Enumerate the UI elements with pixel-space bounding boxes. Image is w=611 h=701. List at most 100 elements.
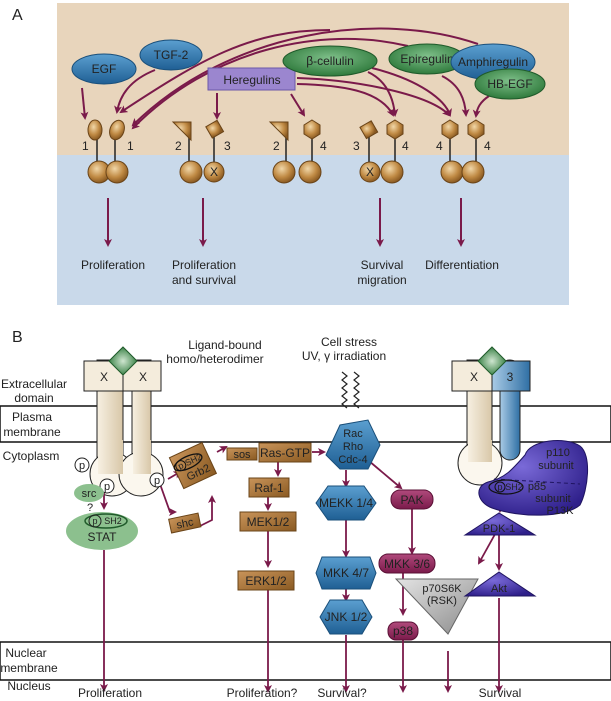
ligand-egf: EGF [71, 53, 137, 85]
svg-text:Heregulins: Heregulins [223, 73, 280, 87]
receptor-numbers: 1 1 2 3 2 4 3 4 4 4 [82, 139, 491, 153]
svg-text:p85: p85 [528, 481, 546, 493]
svg-text:PAK: PAK [400, 493, 423, 507]
svg-text:UV, γ irradiation: UV, γ irradiation [302, 349, 386, 363]
node-pdk1: PDK-1 [463, 512, 537, 536]
phospho-sites [74, 457, 165, 494]
stress-zigzag-icon [341, 371, 360, 409]
outcome-arrows [104, 198, 465, 247]
annotations: Ligand-bound homo/heterodimer Cell stres… [166, 335, 386, 366]
ligand-hbegf: HB-EGF [474, 68, 546, 100]
node-mkk36: MKK 3/6 [378, 553, 436, 574]
erbb2-head-icon [171, 121, 192, 142]
svg-text:p110: p110 [546, 447, 570, 459]
svg-text:X: X [139, 370, 147, 384]
svg-text:Nucleus: Nucleus [7, 679, 50, 693]
svg-text:Epiregulin: Epiregulin [400, 52, 453, 66]
erbb3-head-icon [359, 120, 379, 140]
unknown-partner-x: X [366, 165, 374, 179]
svg-text:β-cellulin: β-cellulin [306, 54, 354, 68]
phospho-label: p [79, 460, 85, 472]
egfr-head-icon [109, 119, 125, 141]
node-pak: PAK [390, 489, 434, 510]
phospho-label: p [154, 475, 160, 487]
svg-text:p38: p38 [393, 624, 413, 638]
svg-text:Survival: Survival [361, 258, 404, 272]
svg-text:HB-EGF: HB-EGF [487, 77, 532, 91]
svg-text:Ligand-bound: Ligand-bound [188, 338, 261, 352]
outcome-labels: Proliferation Proliferation and survival… [81, 258, 499, 287]
svg-text:2: 2 [273, 139, 280, 153]
panel-a-label: A [12, 7, 23, 24]
erbb2-head-icon [268, 121, 289, 142]
svg-text:2: 2 [175, 139, 182, 153]
svg-text:p: p [176, 460, 185, 471]
svg-text:homo/heterodimer: homo/heterodimer [166, 352, 263, 366]
node-pi3k: p SH2 p110 subunit p85 subunit P13K [478, 440, 589, 517]
node-shc: shc [168, 512, 202, 534]
svg-text:3: 3 [507, 370, 514, 384]
ligand-diamond-icon [108, 346, 138, 376]
svg-text:Proliferation: Proliferation [78, 686, 142, 700]
svg-text:Cytoplasm: Cytoplasm [3, 449, 60, 463]
node-jnk: JNK 1/2 [319, 599, 373, 635]
compartment-labels: Extracellular domain Plasma membrane Cyt… [0, 377, 67, 693]
node-rac-rho-cdc4: Rac Rho Cdc-4 [325, 419, 381, 470]
svg-text:p: p [497, 482, 502, 492]
svg-text:ERK1/2: ERK1/2 [245, 574, 287, 588]
node-stat: p SH2 STAT [66, 512, 138, 550]
svg-text:Differentiation: Differentiation [425, 258, 499, 272]
svg-text:Raf-1: Raf-1 [254, 481, 284, 495]
svg-text:4: 4 [320, 139, 327, 153]
svg-text:Cell stress: Cell stress [321, 335, 377, 349]
unknown-partner-x: X [210, 165, 218, 179]
ligand-tgf: TGF-2 [139, 39, 203, 71]
svg-text:p: p [92, 516, 97, 526]
svg-text:membrane: membrane [0, 661, 58, 675]
ligand-heregulins: Heregulins [207, 67, 296, 91]
svg-text:Amphiregulin: Amphiregulin [458, 55, 528, 69]
svg-text:shc: shc [175, 516, 195, 531]
svg-text:TGF-2: TGF-2 [154, 48, 189, 62]
node-p70s6k: p70S6K (RSK) [394, 578, 479, 635]
svg-text:JNK 1/2: JNK 1/2 [325, 610, 368, 624]
erbb3-head-icon [205, 119, 225, 139]
node-sos: sos [226, 447, 258, 461]
svg-text:Proliferation: Proliferation [81, 258, 145, 272]
node-mek: MEK1/2 [239, 511, 297, 532]
nuclear-outcomes: Proliferation Proliferation? Survival? S… [78, 686, 521, 700]
svg-text:p70S6K: p70S6K [422, 583, 462, 595]
egfr-head-icon [87, 119, 103, 141]
svg-text:MKK 4/7: MKK 4/7 [323, 566, 369, 580]
svg-text:subunit: subunit [535, 493, 570, 505]
panel-b-label: B [12, 329, 23, 346]
erbb4-head-icon [467, 119, 485, 140]
svg-text:4: 4 [402, 139, 409, 153]
node-raf1: Raf-1 [248, 477, 290, 498]
svg-text:sos: sos [233, 449, 251, 461]
phospho-label: p [104, 481, 110, 493]
svg-text:4: 4 [484, 139, 491, 153]
node-erk: ERK1/2 [237, 570, 295, 591]
svg-text:and survival: and survival [172, 273, 236, 287]
ligand-arrows [80, 27, 490, 130]
svg-text:PDK-1: PDK-1 [483, 523, 515, 535]
svg-text:1: 1 [82, 139, 89, 153]
svg-text:X: X [100, 370, 108, 384]
svg-text:Rho: Rho [343, 441, 363, 453]
svg-text:domain: domain [14, 391, 53, 405]
svg-text:Proliferation?: Proliferation? [227, 686, 298, 700]
svg-text:Cdc-4: Cdc-4 [338, 454, 367, 466]
svg-text:membrane: membrane [3, 425, 61, 439]
node-grb2: p SH2 Grb2 [168, 441, 218, 490]
ligand-betacellulin: β-cellulin [282, 45, 378, 77]
svg-text:Survival?: Survival? [317, 686, 367, 700]
svg-text:4: 4 [436, 139, 443, 153]
svg-text:MEK1/2: MEK1/2 [247, 515, 290, 529]
nuclear-membrane [0, 641, 611, 681]
node-ras-gtp: Ras-GTP [258, 442, 312, 463]
svg-text:Proliferation: Proliferation [172, 258, 236, 272]
node-src: src [74, 484, 104, 502]
ligand-epiregulin: Epiregulin [388, 43, 466, 75]
